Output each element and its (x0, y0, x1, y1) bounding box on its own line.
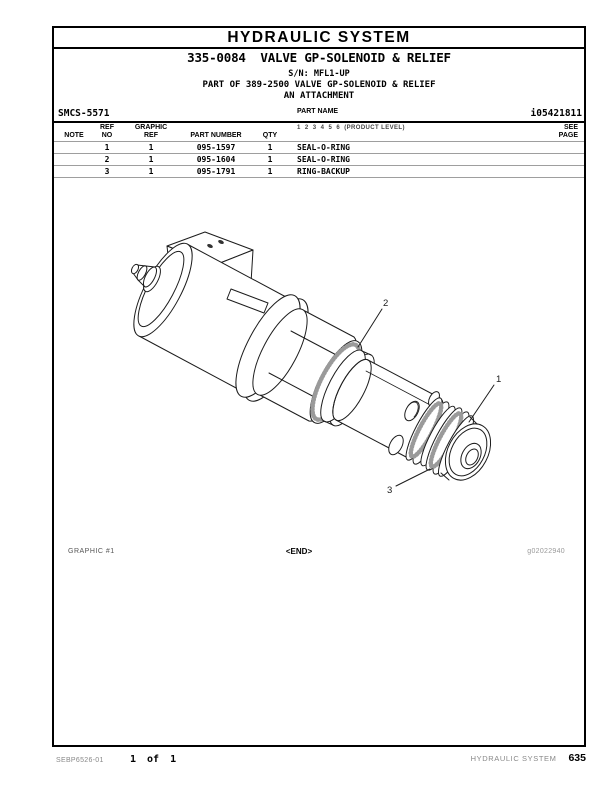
cell-graphic-ref: 1 (148, 155, 154, 164)
document-id: i05421811 (530, 108, 582, 119)
table-top-rule (54, 121, 584, 123)
attachment-line: AN ATTACHMENT (283, 91, 355, 101)
col-header-part-name: PART NAME 1 2 3 4 5 6 (PRODUCT LEVEL) (297, 100, 517, 140)
part-name-label: PART NAME (297, 108, 339, 115)
parts-table: NOTE REF NO GRAPHIC REF PART NUMBER QTY … (54, 108, 584, 178)
table-row: 3 1 095-1791 1 RING-BACKUP (54, 166, 584, 178)
graphic-caption: GRAPHIC #1 (68, 548, 115, 555)
callout-label-2: 2 (383, 298, 388, 309)
table-row: 1 1 095-1597 1 SEAL-O-RING (54, 142, 584, 154)
footer-doc-code: SEBP6526-01 (56, 757, 104, 764)
footer-page-of: 1 of 1 (130, 754, 177, 765)
cell-graphic-ref: 1 (148, 167, 154, 176)
cell-part-name: SEAL-O-RING (297, 155, 350, 164)
cell-qty: 1 (267, 143, 273, 152)
cartridge-nose (440, 416, 492, 481)
cell-qty: 1 (267, 167, 273, 176)
cell-part-name: SEAL-O-RING (297, 143, 350, 152)
parts-table-header-row: NOTE REF NO GRAPHIC REF PART NUMBER QTY … (54, 108, 584, 142)
page-border: HYDRAULIC SYSTEM (52, 26, 586, 747)
part-title: 335-0084 VALVE GP-SOLENOID & RELIEF (187, 50, 451, 65)
col-header-ref-no: REF NO (100, 124, 114, 139)
cell-part-name: RING-BACKUP (297, 167, 350, 176)
cross-drilled-port (404, 400, 420, 422)
cell-part-number: 095-1791 (196, 167, 236, 176)
footer-section-title: HYDRAULIC SYSTEM (470, 754, 557, 763)
cell-ref-no: 3 (104, 167, 110, 176)
cell-part-number: 095-1604 (196, 155, 236, 164)
serial-number-line: S/N: MFL1-UP (288, 69, 350, 79)
callouts: 2 1 3 (357, 298, 501, 496)
graphic-id: g02022940 (527, 548, 565, 555)
callout-label-3: 3 (387, 485, 392, 496)
col-header-note: NOTE (64, 132, 84, 139)
connector-pin-icon (207, 243, 213, 249)
cell-graphic-ref: 1 (148, 143, 154, 152)
cell-ref-no: 1 (104, 143, 110, 152)
section-title: HYDRAULIC SYSTEM (227, 29, 411, 46)
product-level-label: 1 2 3 4 5 6 (PRODUCT LEVEL) (297, 125, 405, 131)
part-of-line: PART OF 389-2500 VALVE GP-SOLENOID & REL… (202, 80, 436, 90)
table-row: 2 1 095-1604 1 SEAL-O-RING (54, 154, 584, 166)
connector-pin-icon (218, 239, 224, 245)
footer-page-number: 635 (568, 752, 586, 764)
col-header-part-number: PART NUMBER (190, 132, 242, 139)
col-header-graphic-ref: GRAPHIC REF (134, 124, 168, 139)
cross-drilled-port (388, 434, 404, 456)
cell-ref-no: 2 (104, 155, 110, 164)
override-stud (130, 263, 158, 288)
col-header-see-page: SEE PAGE (558, 124, 578, 139)
cell-qty: 1 (267, 155, 273, 164)
col-header-qty: QTY (262, 132, 278, 139)
section-header-bar: HYDRAULIC SYSTEM (54, 28, 584, 49)
smcs-code: SMCS-5571 (58, 108, 110, 119)
cell-part-number: 095-1597 (196, 143, 236, 152)
end-marker: <END> (285, 547, 313, 556)
footer-right-group: HYDRAULIC SYSTEM 635 (300, 752, 586, 764)
callout-label-1: 1 (496, 374, 501, 385)
